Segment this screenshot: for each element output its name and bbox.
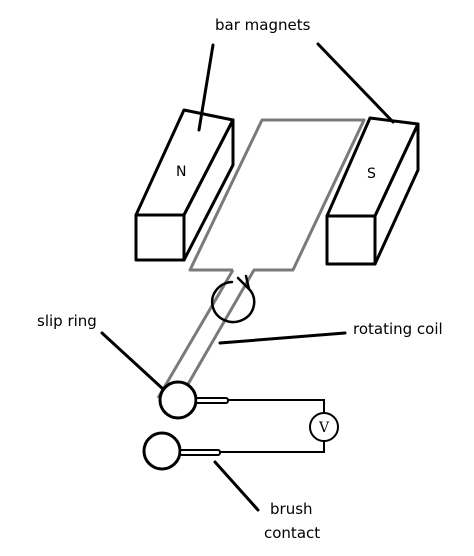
rotation-arrow-icon: [210, 274, 256, 324]
brush-contact-label-line1: brush: [270, 500, 313, 518]
north-pole-label: N: [176, 164, 186, 180]
slip-ring-lower: [142, 431, 182, 471]
brush-upper: [195, 397, 229, 404]
south-pole-label: S: [367, 166, 376, 182]
brush-contact-label-line2: contact: [264, 524, 320, 542]
voltmeter-symbol: V: [318, 420, 330, 436]
brush-lower: [179, 449, 221, 456]
rotating-coil: [156, 118, 366, 399]
voltmeter-icon: [309, 412, 339, 442]
circuit-wires: [220, 399, 325, 453]
rotating-coil-label: rotating coil: [353, 320, 443, 338]
voltmeter: V: [309, 412, 339, 442]
slip-ring-label: slip ring: [37, 312, 97, 330]
slip-ring-upper: [158, 380, 198, 420]
bar-magnets-label: bar magnets: [215, 16, 311, 34]
south-bar-magnet: [325, 116, 420, 266]
north-bar-magnet: [134, 108, 235, 262]
leader-lines: [100, 42, 395, 512]
